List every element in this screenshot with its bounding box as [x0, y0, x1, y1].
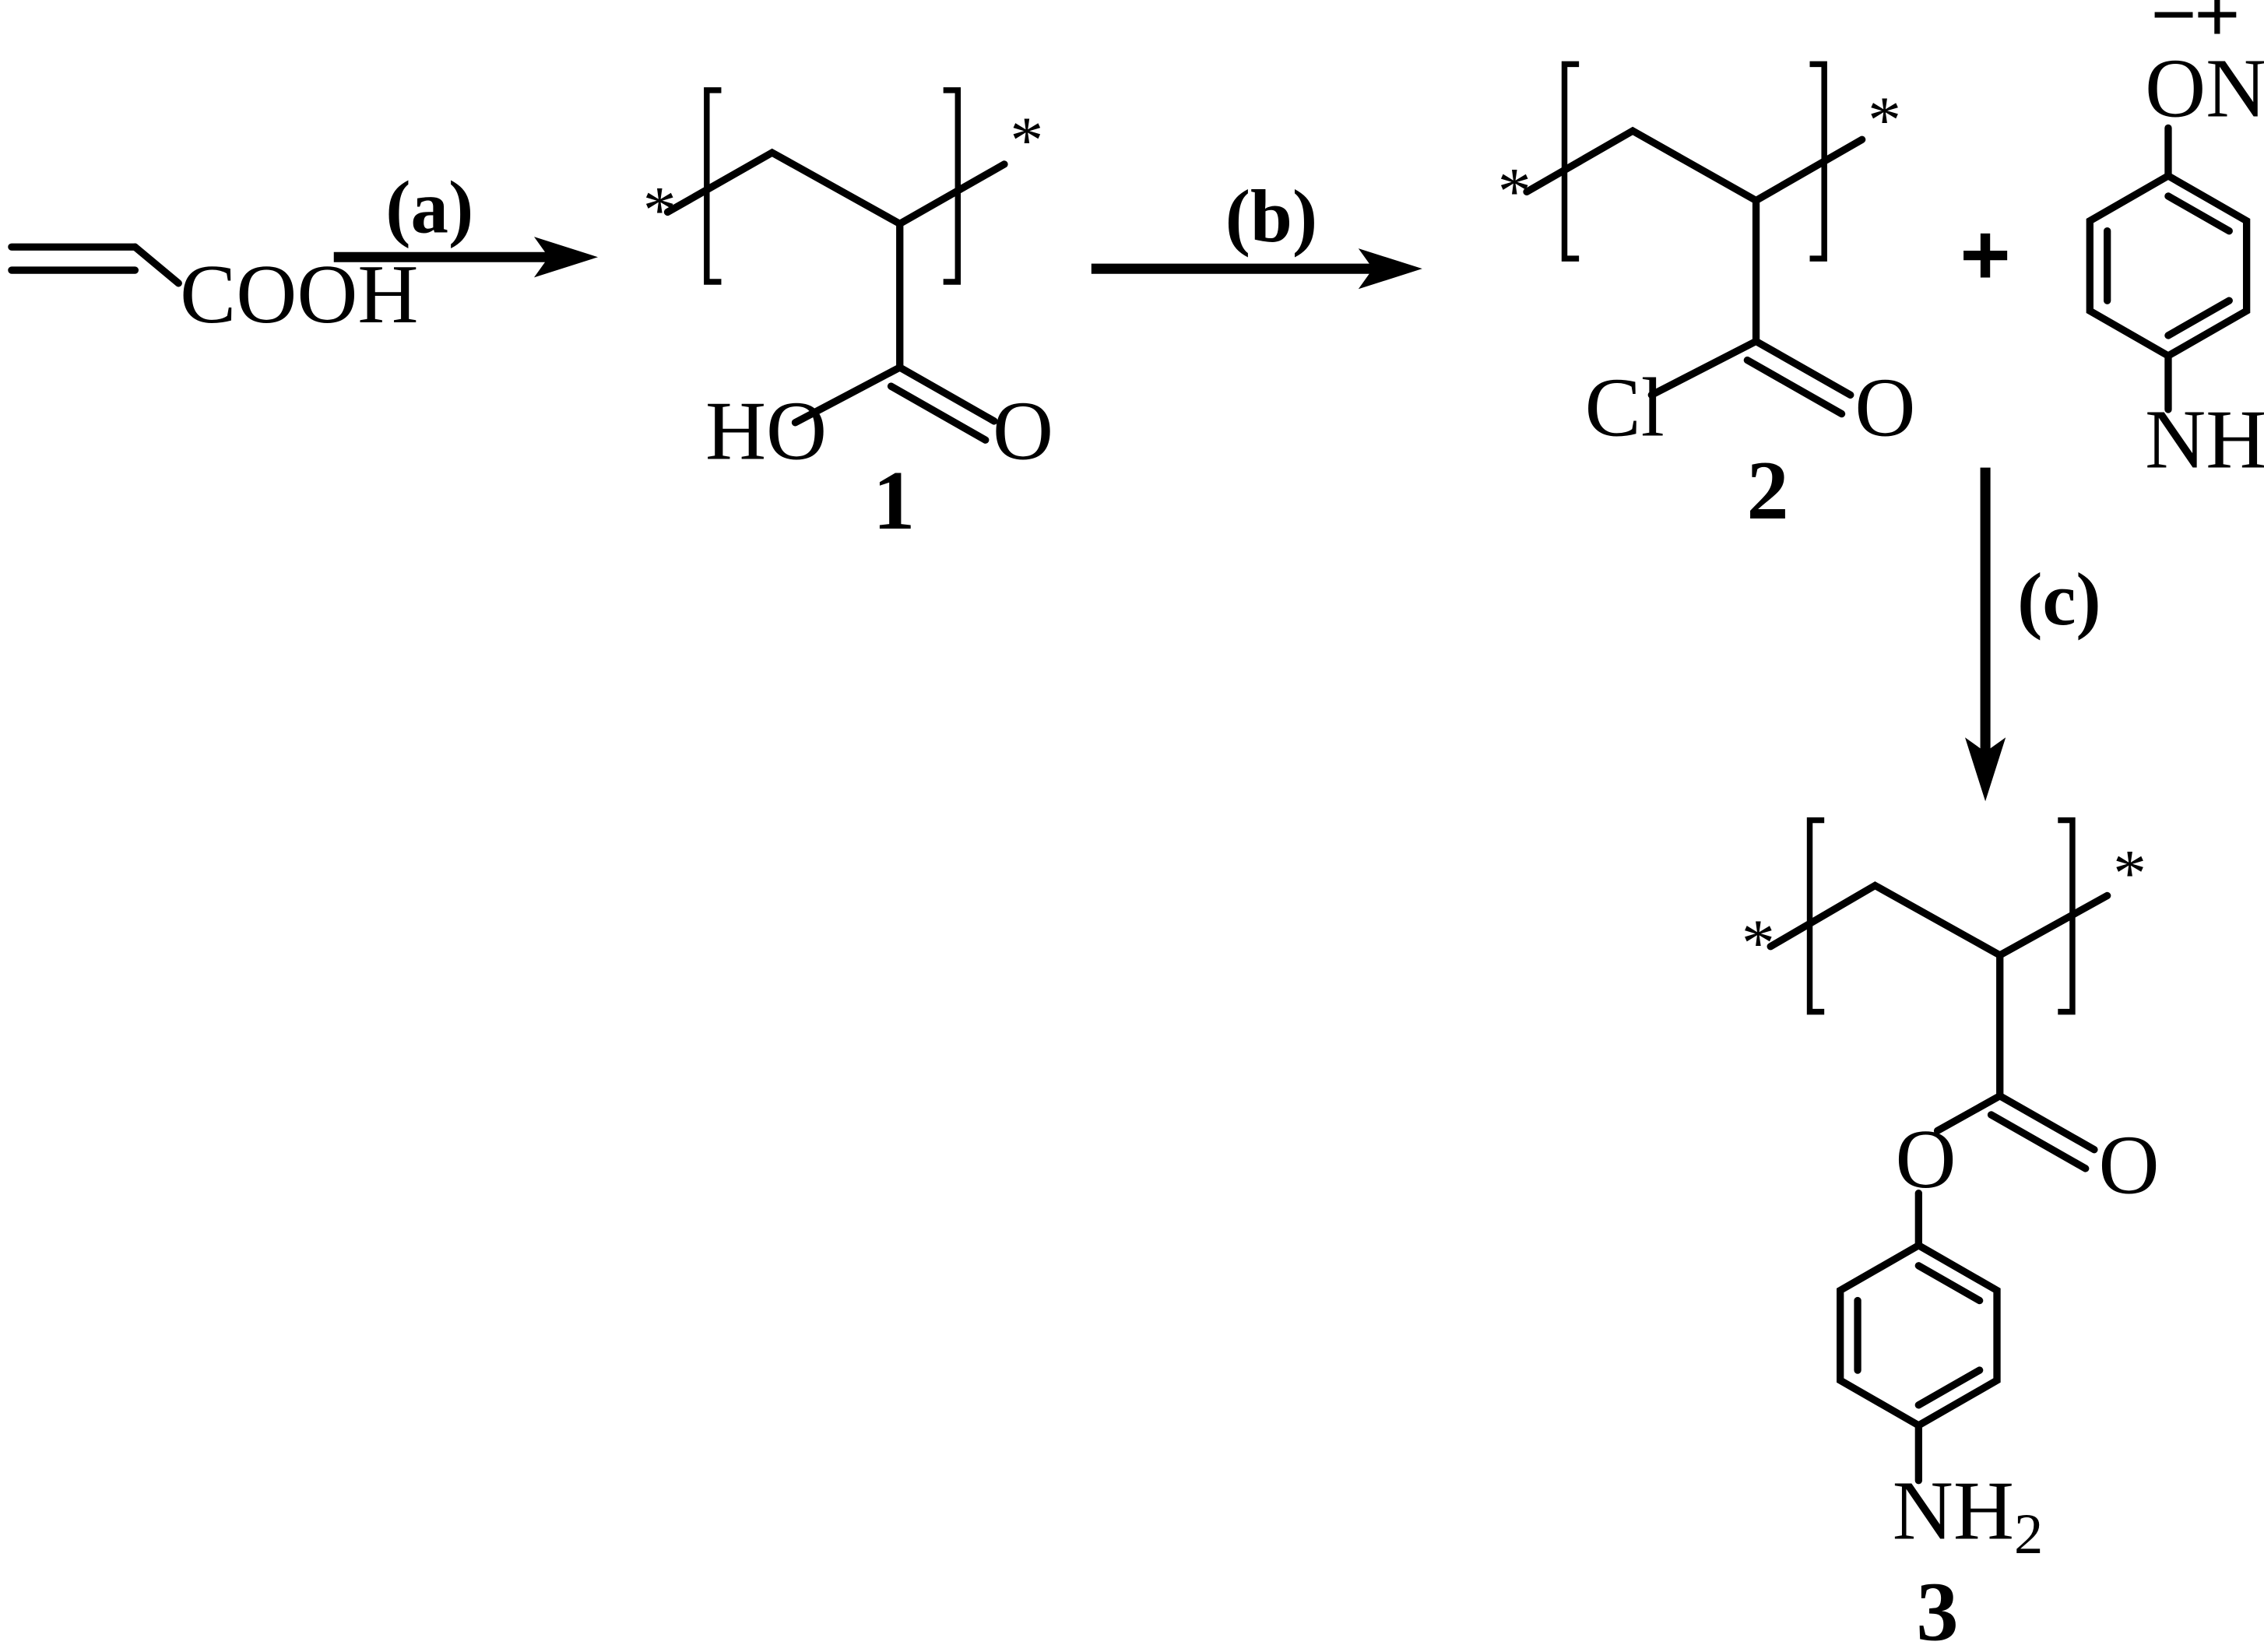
step-a-arrow: (a)	[333, 166, 599, 278]
acid-group-label: COOH	[180, 248, 418, 341]
carbonyl-o-label: O	[2098, 1119, 2159, 1212]
hydroxyl-label: HO	[705, 385, 827, 477]
benzene-ring	[2086, 171, 2251, 360]
vinyl-to-acid-bond	[131, 243, 182, 287]
plus-charge: +	[2195, 0, 2241, 58]
acrylic-acid: COOH	[8, 243, 418, 341]
step-c-arrow: (c)	[1964, 467, 2101, 802]
c-cl-bond	[1647, 337, 1760, 399]
carbonyl-double-bond-2	[1987, 1111, 2090, 1172]
carbonyl-double-bond-1	[1752, 337, 1854, 399]
repeat-bracket-right	[943, 87, 961, 285]
step-c-label: (c)	[2017, 557, 2101, 641]
c-o-ester-bond	[1933, 1092, 2004, 1135]
c-oh-bond	[791, 364, 904, 427]
ring-inner-bond-2	[1914, 1366, 1984, 1409]
backbone	[1523, 126, 1866, 205]
plus-sign: +	[1960, 206, 2010, 304]
benzene-ring	[1837, 1241, 2001, 1430]
amine-label: NH2	[2145, 394, 2264, 496]
compound-1: * * HO O 1	[643, 87, 1053, 547]
chlorine-label: Cl	[1585, 362, 1665, 455]
carbonyl-double-bond-2	[887, 382, 990, 444]
chain-end-star-right: *	[2113, 836, 2146, 910]
chain-end-star-right: *	[1010, 104, 1043, 178]
amine-label: NH2	[1893, 1464, 2043, 1566]
compound-2-number: 2	[1746, 445, 1788, 537]
carbonyl-double-bond-1	[1996, 1092, 2098, 1154]
minus-charge: −	[2151, 0, 2197, 58]
phenoxide-label: ONa	[2145, 42, 2264, 135]
carbonyl-double-bond-1	[896, 364, 998, 425]
carbonyl-double-bond-2	[1743, 356, 1846, 418]
repeat-bracket-left	[1806, 817, 1825, 1015]
sodium-aminophenoxide: − + ONa NH2	[2086, 0, 2264, 496]
carbonyl-o-label: O	[1854, 362, 1915, 455]
backbone	[663, 148, 1008, 228]
ring-inner-bond-2	[2164, 297, 2233, 339]
ring-inner-bond-1	[1914, 1262, 1984, 1305]
chain-end-star-right: *	[1868, 83, 1901, 157]
backbone	[1767, 881, 2111, 960]
step-b-label: (b)	[1225, 174, 1317, 258]
compound-1-number: 1	[873, 455, 915, 547]
ring-inner-bond-1	[2164, 192, 2233, 235]
arrow-a-head	[533, 237, 599, 278]
step-a-label: (a)	[385, 166, 473, 249]
arrow-b-head	[1358, 248, 1422, 290]
carbonyl-o-label: O	[993, 385, 1053, 477]
repeat-bracket-left	[1561, 61, 1580, 262]
ester-o-label: O	[1896, 1113, 1956, 1206]
arrow-c-head	[1964, 737, 2006, 802]
compound-3: * * O O NH2 3	[1742, 817, 2160, 1652]
step-b-arrow: (b)	[1091, 174, 1422, 290]
compound-2: * * Cl O 2	[1498, 61, 1915, 537]
compound-3-number: 3	[1917, 1566, 1959, 1652]
